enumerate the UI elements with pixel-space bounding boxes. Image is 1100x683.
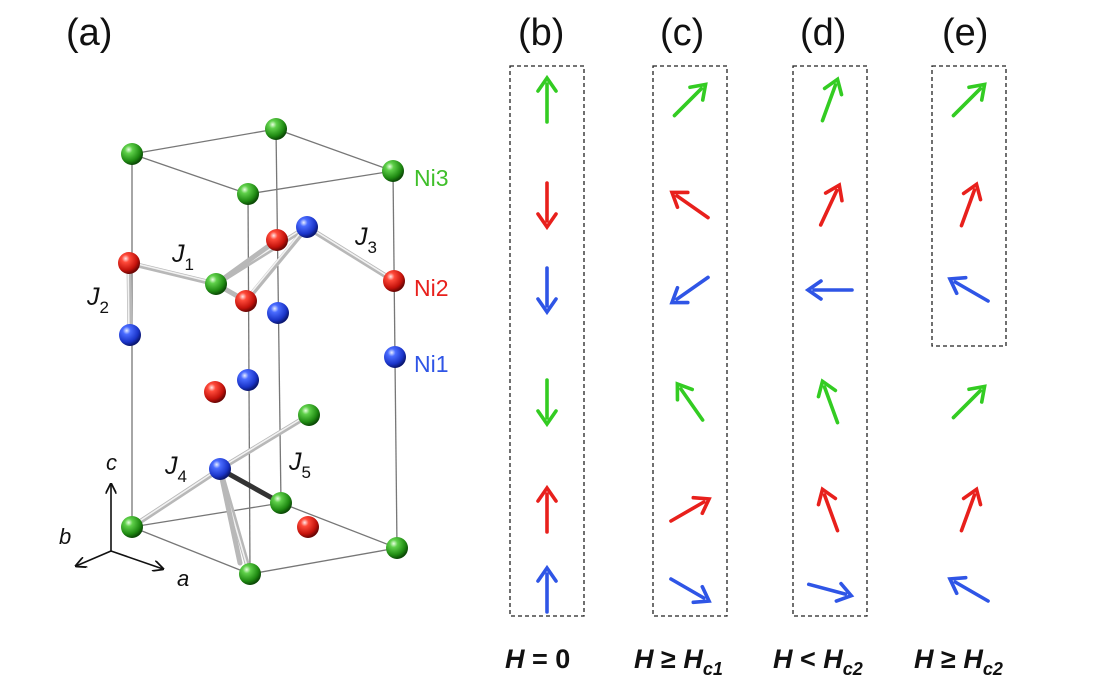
panel-e-spins: (e) H ≥ Hc2	[914, 12, 1007, 679]
spin-arrow-ni1	[536, 564, 558, 614]
dashed-box-e	[931, 65, 1007, 347]
spin-arrow-ni1	[804, 279, 854, 301]
atom-ni2	[118, 252, 140, 274]
spin-arrow-ni2	[536, 181, 558, 231]
atom-ni2	[235, 290, 257, 312]
crystal-axes: c b a	[59, 450, 189, 591]
atom-ni3	[121, 516, 143, 538]
atom-ni3	[265, 118, 287, 140]
spin-arrow-ni2	[959, 486, 983, 533]
spin-arrow-ni2	[816, 486, 840, 533]
exchange-label-j3: J3	[354, 223, 377, 257]
atoms	[118, 118, 408, 585]
spin-arrow-ni3	[536, 74, 558, 124]
spin-arrow-ni1	[806, 581, 855, 603]
axis-label-a: a	[177, 566, 189, 591]
atom-ni3	[237, 183, 259, 205]
field-label-d: H < Hc2	[773, 644, 863, 679]
atom-ni1	[267, 302, 289, 324]
atom-label-ni2: Ni2	[414, 275, 449, 301]
dashed-box-c	[652, 65, 728, 617]
atom-ni1	[119, 324, 141, 346]
atom-ni3	[382, 160, 404, 182]
exchange-label-j5: J5	[288, 448, 311, 482]
panel-b-spins: (b) H = 0	[505, 12, 585, 674]
atom-ni1	[209, 458, 231, 480]
atom-ni3	[239, 563, 261, 585]
spin-arrow-ni1	[536, 266, 558, 316]
spin-column-c	[669, 82, 712, 605]
atom-ni2	[383, 270, 405, 292]
axis-label-b: b	[59, 524, 71, 549]
panel-c-spins: (c) H ≥ Hc1	[634, 12, 728, 679]
atom-label-ni1: Ni1	[414, 351, 449, 377]
unit-cell-edges	[131, 128, 398, 575]
field-label-c: H ≥ Hc1	[634, 644, 723, 679]
spin-arrow-ni3	[816, 378, 840, 425]
panel-label-b: (b)	[518, 12, 564, 54]
atom-ni1	[237, 369, 259, 391]
axis-label-c: c	[106, 450, 117, 475]
spin-arrow-ni3	[951, 384, 987, 420]
spin-arrow-ni3	[672, 82, 708, 118]
atom-ni1	[296, 216, 318, 238]
atom-ni3	[121, 143, 143, 165]
field-label-b: H = 0	[505, 644, 570, 674]
spin-arrow-ni1	[947, 575, 990, 603]
atom-ni2	[204, 381, 226, 403]
panel-label-c: (c)	[660, 12, 704, 54]
spin-arrow-ni2	[818, 182, 844, 227]
spin-arrow-ni2	[669, 190, 710, 220]
atom-ni2	[266, 229, 288, 251]
exchange-label-j1: J1	[171, 240, 194, 274]
panel-label-d: (d)	[800, 12, 846, 54]
exchange-label-j4: J4	[164, 452, 187, 486]
spin-arrow-ni3	[951, 82, 987, 118]
panel-label-e: (e)	[942, 12, 988, 54]
dashed-box-d	[792, 65, 868, 617]
atom-ni3	[205, 273, 227, 295]
spin-arrow-ni2	[536, 484, 558, 534]
dashed-box-b	[509, 65, 585, 617]
panel-d-spins: (d) H < Hc2	[773, 12, 868, 679]
atom-ni3	[270, 492, 292, 514]
spin-arrow-ni3	[820, 76, 844, 123]
exchange-label-j2: J2	[86, 283, 109, 317]
atom-ni3	[298, 404, 320, 426]
spin-arrow-ni3	[675, 381, 705, 422]
atom-ni3	[386, 537, 408, 559]
exchange-bonds	[126, 224, 397, 577]
spin-arrow-ni1	[669, 275, 710, 305]
field-label-e: H ≥ Hc2	[914, 644, 1003, 679]
panel-a-crystal-structure: (a)	[59, 12, 449, 591]
spin-arrow-ni3	[536, 378, 558, 428]
spin-column-e	[947, 82, 990, 603]
spin-arrow-ni2	[959, 181, 983, 228]
spin-arrow-ni1	[947, 275, 990, 303]
spin-column-d	[804, 76, 855, 603]
spin-arrow-ni1	[669, 577, 712, 605]
atom-ni2	[297, 516, 319, 538]
spin-arrow-ni2	[669, 495, 712, 523]
spin-column-b	[536, 74, 558, 614]
atom-label-ni3: Ni3	[414, 165, 449, 191]
atom-ni1	[384, 346, 406, 368]
panel-label-a: (a)	[66, 12, 112, 54]
